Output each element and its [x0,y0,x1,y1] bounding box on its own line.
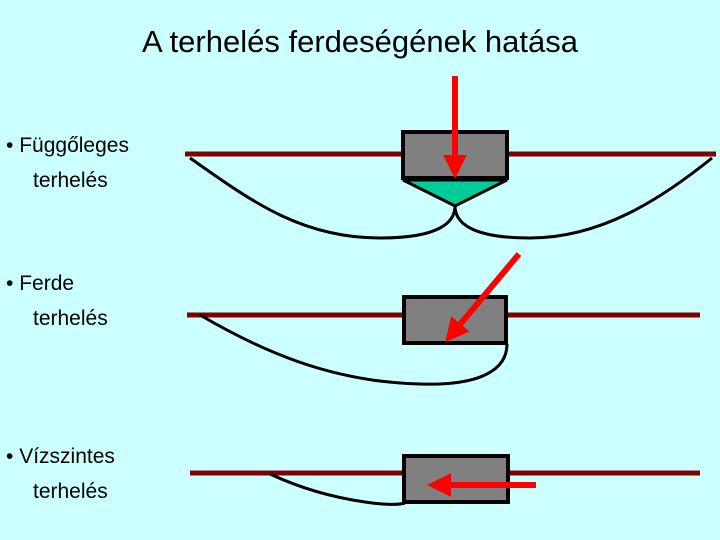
vertical-load-diagram [185,76,716,240]
label-line2: terhelés [33,307,108,330]
label-inclined-load: • Ferde terhelés [6,266,108,336]
bullet: • [6,445,14,468]
slip-surface-right [453,156,713,240]
slide-title: A terhelés ferdeségének hatása [141,24,579,59]
bullet: • [6,134,14,157]
label-line2: terhelés [33,480,108,503]
bullet: • [6,272,14,295]
foundation-block [402,454,510,504]
elastic-wedge [402,178,508,208]
label-horizontal-load: • Vízszintes terhelés [6,439,115,509]
inclined-load-diagram [187,252,700,386]
foundation-block [402,295,508,345]
label-line1: Ferde [19,272,75,295]
slip-surface [199,313,509,386]
label-line1: Függőleges [19,134,129,157]
label-vertical-load: • Függőleges terhelés [6,128,129,198]
label-line2: terhelés [33,169,108,192]
label-line1: Vízszintes [19,445,115,468]
horizontal-load-diagram [190,454,700,506]
slip-surface-left [189,156,457,240]
slip-surface [269,472,406,506]
inclined-load-arrow [445,252,522,343]
